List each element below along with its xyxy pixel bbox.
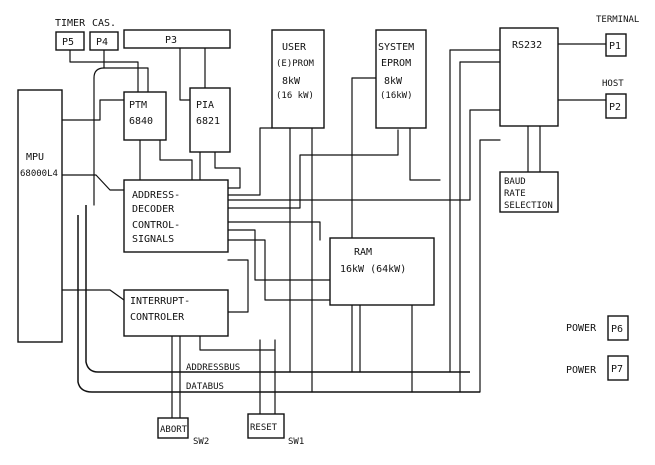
reset-caption: SW1 bbox=[288, 437, 304, 447]
baud-line3: SELECTION bbox=[504, 201, 553, 211]
rs232-block: RS232 bbox=[499, 27, 559, 127]
system-eprom-line3: 8kW bbox=[384, 76, 403, 87]
address-bus-label: ADDRESSBUS bbox=[186, 363, 240, 373]
system-eprom-line2: EPROM bbox=[381, 58, 411, 69]
p4-caption: CAS. bbox=[92, 18, 116, 29]
p5-connector: TIMER P5 bbox=[55, 18, 86, 51]
p6-caption: POWER bbox=[566, 323, 597, 334]
reset-label: RESET bbox=[250, 423, 278, 433]
address-bus bbox=[85, 205, 470, 373]
p1-connector: TERMINAL P1 bbox=[596, 15, 639, 57]
pia-line1: PIA bbox=[196, 100, 214, 111]
p4-label: P4 bbox=[96, 37, 108, 48]
interrupt-line1: INTERRUPT- bbox=[130, 296, 190, 307]
decoder-line4: SIGNALS bbox=[132, 234, 174, 245]
user-eprom-line3: 8kW bbox=[282, 76, 301, 87]
connection-wires bbox=[61, 43, 607, 419]
interrupt-line2: CONTROLER bbox=[130, 312, 185, 323]
decoder-line3: CONTROL- bbox=[132, 220, 180, 231]
data-bus-label: DATABUS bbox=[186, 382, 224, 392]
user-eprom-block: USER (E)PROM 8kW (16 kW) bbox=[271, 29, 325, 129]
baud-rate-block: BAUD RATE SELECTION bbox=[499, 171, 559, 213]
data-bus bbox=[77, 215, 480, 393]
p2-label: P2 bbox=[609, 102, 621, 113]
address-decoder-block: ADDRESS- DECODER CONTROL- SIGNALS bbox=[123, 179, 229, 253]
ptm-line2: 6840 bbox=[129, 116, 153, 127]
interrupt-controller-block: INTERRUPT- CONTROLER bbox=[123, 289, 229, 337]
p3-label: P3 bbox=[165, 35, 177, 46]
p2-caption: HOST bbox=[602, 79, 624, 89]
p5-caption: TIMER bbox=[55, 18, 86, 29]
decoder-line1: ADDRESS- bbox=[132, 190, 180, 201]
abort-caption: SW2 bbox=[193, 437, 209, 447]
abort-switch: ABORT SW2 bbox=[157, 417, 209, 447]
decoder-line2: DECODER bbox=[132, 204, 175, 215]
p6-label: P6 bbox=[611, 324, 623, 335]
ram-block: RAM 16kW (64kW) bbox=[329, 237, 435, 306]
pia-block: PIA 6821 bbox=[189, 87, 231, 153]
system-eprom-line4: (16kW) bbox=[380, 91, 413, 101]
ptm-block: PTM 6840 bbox=[123, 91, 167, 141]
system-eprom-line1: SYSTEM bbox=[378, 42, 414, 53]
p5-label: P5 bbox=[62, 37, 74, 48]
p4-connector: CAS. P4 bbox=[89, 18, 119, 51]
system-eprom-block: SYSTEM EPROM 8kW (16kW) bbox=[375, 29, 427, 129]
p1-label: P1 bbox=[609, 41, 621, 52]
p7-caption: POWER bbox=[566, 365, 597, 376]
p1-caption: TERMINAL bbox=[596, 15, 639, 25]
pia-line2: 6821 bbox=[196, 116, 220, 127]
p7-connector: POWER P7 bbox=[566, 355, 629, 381]
user-eprom-line1: USER bbox=[282, 42, 307, 53]
ptm-line1: PTM bbox=[129, 100, 147, 111]
baud-line2: RATE bbox=[504, 189, 526, 199]
p6-connector: POWER P6 bbox=[566, 315, 629, 341]
user-eprom-line4: (16 kW) bbox=[276, 91, 314, 101]
ram-line1: RAM bbox=[354, 247, 372, 258]
reset-switch: RESET SW1 bbox=[247, 413, 304, 447]
p7-label: P7 bbox=[611, 364, 623, 375]
p2-connector: HOST P2 bbox=[602, 79, 627, 119]
ram-line2: 16kW (64kW) bbox=[340, 264, 406, 275]
baud-line1: BAUD bbox=[504, 177, 526, 187]
mpu-line1: MPU bbox=[26, 152, 44, 163]
abort-label: ABORT bbox=[160, 425, 188, 435]
user-eprom-line2: (E)PROM bbox=[276, 59, 315, 69]
p3-connector: P3 bbox=[123, 29, 231, 49]
rs232-label: RS232 bbox=[512, 40, 542, 51]
mpu-line2: 68000L4 bbox=[20, 169, 58, 179]
mpu-block: MPU 68000L4 bbox=[17, 89, 63, 343]
